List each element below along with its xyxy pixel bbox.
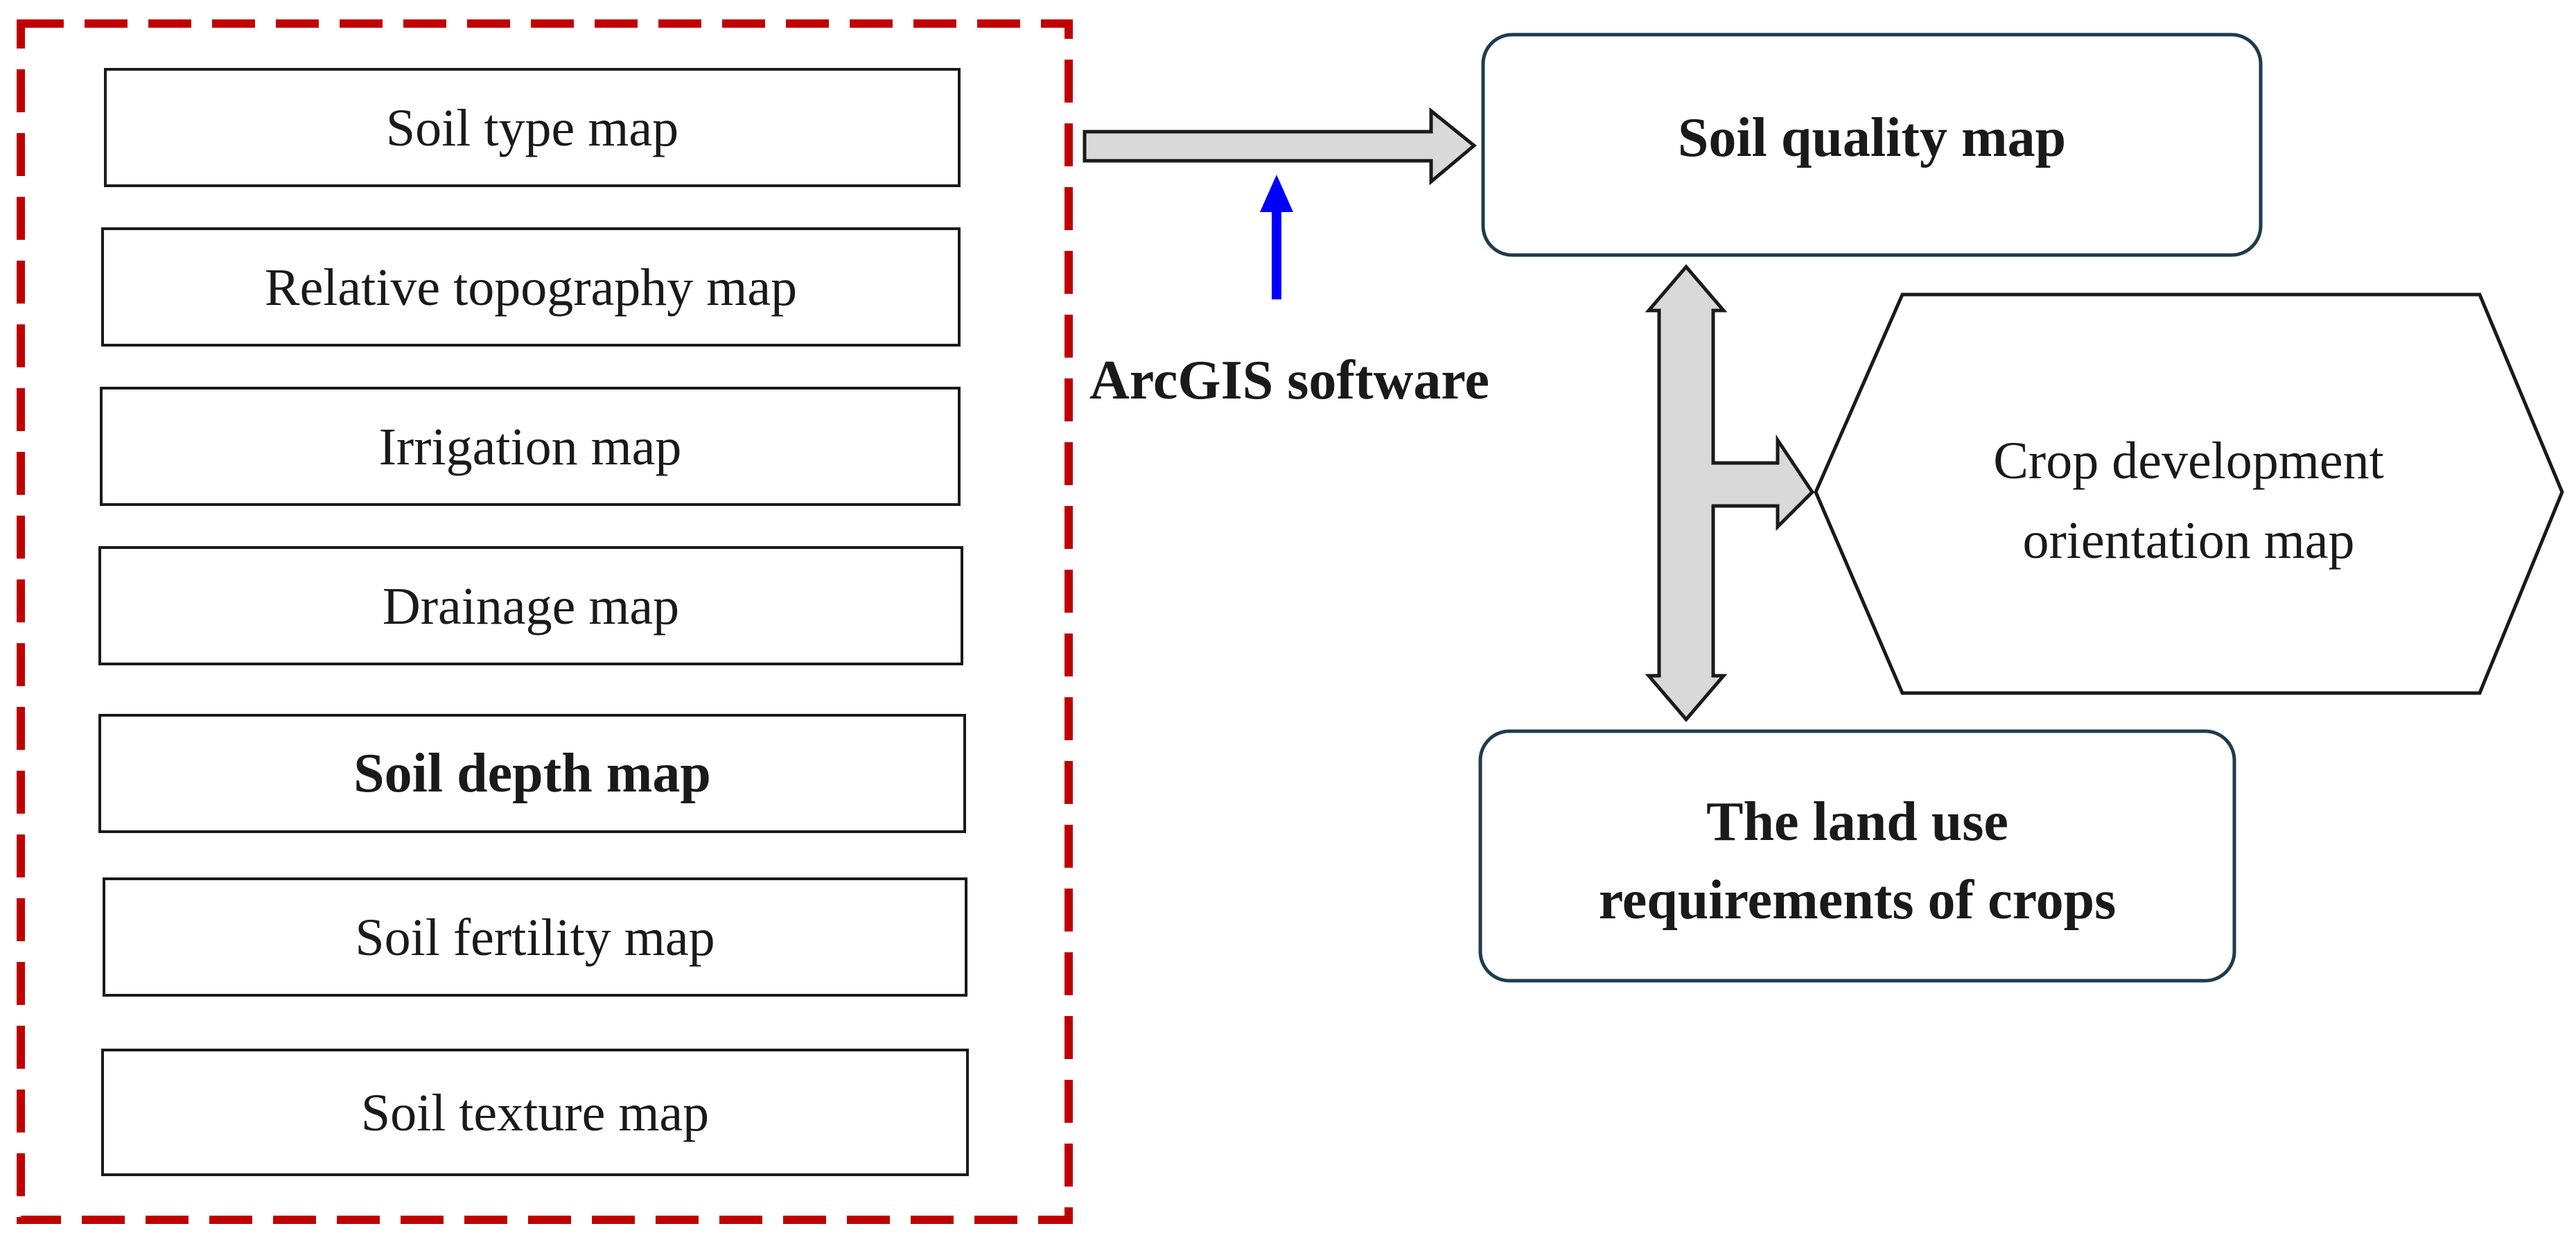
input-map-box bbox=[103, 877, 967, 997]
input-map-box bbox=[98, 546, 963, 665]
input-map-box bbox=[101, 1049, 969, 1176]
input-maps-group-border bbox=[17, 19, 1073, 1224]
land-use-requirements-box bbox=[1478, 729, 2236, 983]
input-map-box bbox=[100, 387, 961, 506]
input-map-label: Soil type map bbox=[386, 99, 678, 157]
input-map-box bbox=[101, 227, 961, 347]
land-use-label-line2: requirements of crops bbox=[1599, 870, 2117, 931]
input-map-label: Drainage map bbox=[383, 577, 679, 636]
input-map-label: Relative topography map bbox=[265, 259, 797, 317]
soil-quality-land-use-double-arrow bbox=[1645, 264, 1815, 722]
input-map-item: Irrigation map bbox=[100, 387, 961, 506]
crop-development-label-line2: orientation map bbox=[2022, 511, 2354, 570]
input-map-box bbox=[98, 714, 966, 833]
input-map-item: Drainage map bbox=[98, 546, 963, 665]
land-use-label-line1: The land use bbox=[1706, 791, 2008, 852]
input-map-item: Soil texture map bbox=[101, 1049, 969, 1176]
crop-development-orientation-map-box bbox=[1814, 292, 2564, 695]
input-map-label: Soil fertility map bbox=[355, 909, 715, 967]
arcgis-tool-arrow bbox=[1260, 175, 1293, 299]
input-map-item: Soil fertility map bbox=[103, 877, 967, 997]
input-map-item: Soil depth map bbox=[98, 714, 966, 833]
input-map-label: Soil depth map bbox=[353, 743, 711, 804]
input-to-soil-quality-arrow bbox=[1083, 107, 1477, 186]
crop-development-label-line1: Crop development bbox=[1993, 432, 2384, 490]
arcgis-software-label: ArcGIS software bbox=[1089, 350, 1489, 411]
input-map-label: Soil texture map bbox=[361, 1084, 709, 1142]
input-map-label: Irrigation map bbox=[379, 418, 682, 476]
input-map-item: Relative topography map bbox=[101, 227, 961, 347]
soil-quality-map-label: Soil quality map bbox=[1678, 107, 2066, 168]
input-map-box bbox=[104, 68, 961, 187]
soil-quality-map-box bbox=[1481, 33, 2263, 257]
input-map-item: Soil type map bbox=[104, 68, 961, 187]
